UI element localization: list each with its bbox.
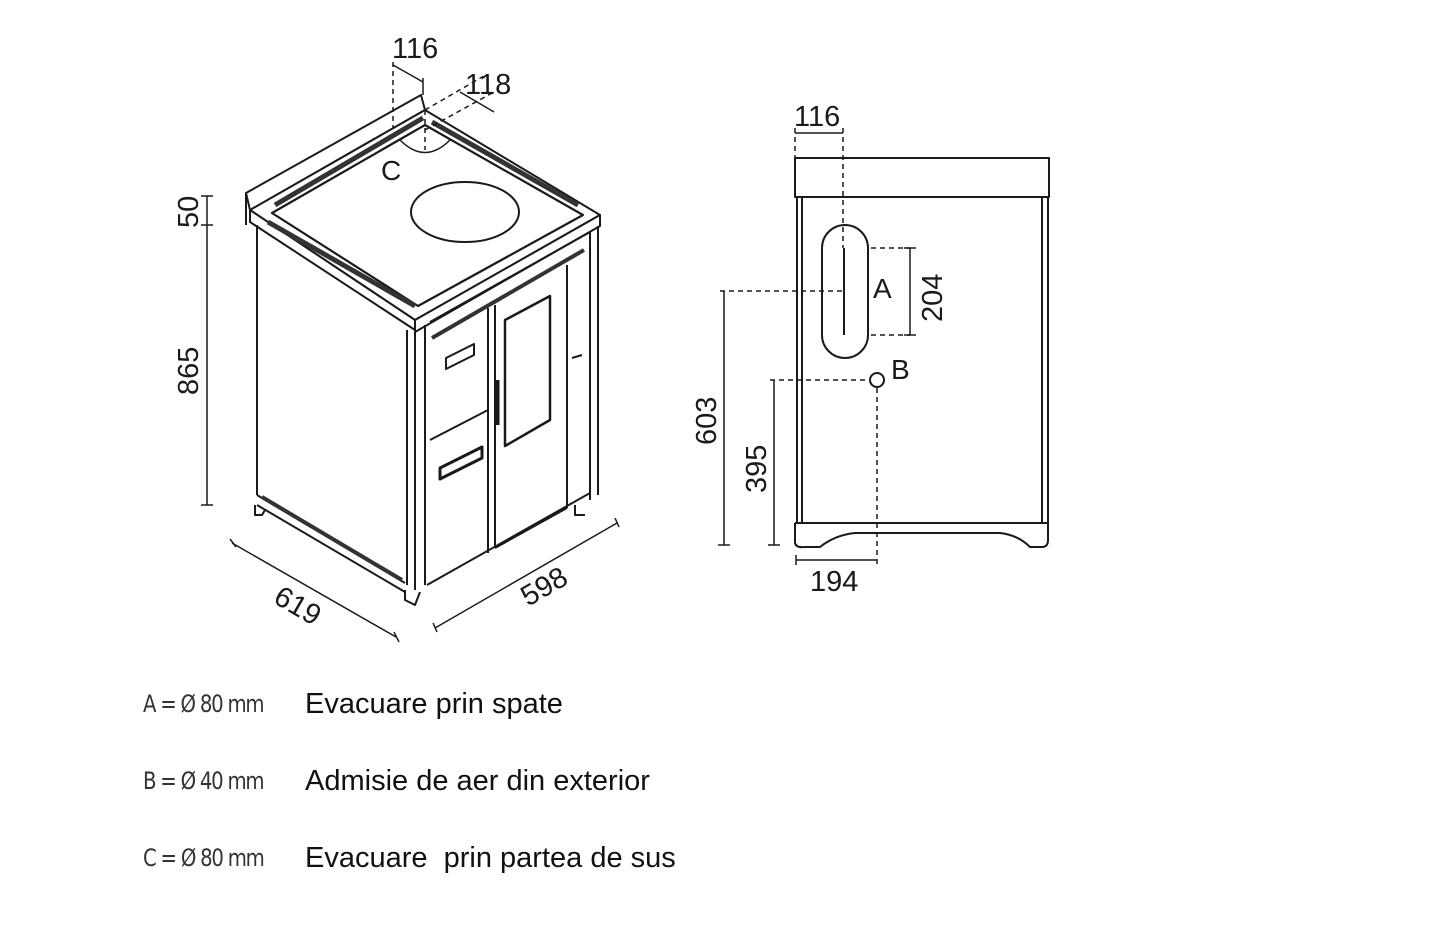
legend-item-c: C = Ø 80 mm Evacuare prin partea de sus	[143, 838, 676, 878]
dim-603: 603	[691, 397, 723, 445]
legend-description: Evacuare prin spate	[305, 687, 563, 720]
dim-395: 395	[741, 445, 773, 493]
legend-item-a: A = Ø 80 mm Evacuare prin spate	[143, 684, 563, 724]
dim-194: 194	[810, 566, 858, 598]
dim-204: 204	[917, 274, 949, 322]
dim-118: 118	[465, 69, 511, 101]
dim-116-top: 116	[392, 33, 438, 65]
dim-865: 865	[173, 347, 205, 395]
isometric-stove: C	[245, 94, 601, 606]
label-a: A	[873, 273, 892, 304]
dim-50: 50	[173, 196, 205, 228]
label-b: B	[891, 354, 910, 385]
dim-619: 619	[269, 580, 327, 632]
legend-item-b: B = Ø 40 mm Admisie de aer din exterior	[143, 761, 650, 801]
label-c: C	[381, 155, 401, 186]
dim-598: 598	[516, 561, 574, 613]
legend-description: Evacuare prin partea de sus	[305, 841, 676, 874]
legend-code: B = Ø 40 mm	[143, 767, 265, 795]
technical-drawing: C	[173, 33, 1050, 643]
dim-116-rear: 116	[794, 101, 840, 133]
rear-view-stove	[794, 157, 1050, 549]
legend-code: A = Ø 80 mm	[143, 690, 265, 718]
legend-code: C = Ø 80 mm	[143, 844, 265, 872]
legend-description: Admisie de aer din exterior	[305, 764, 650, 797]
